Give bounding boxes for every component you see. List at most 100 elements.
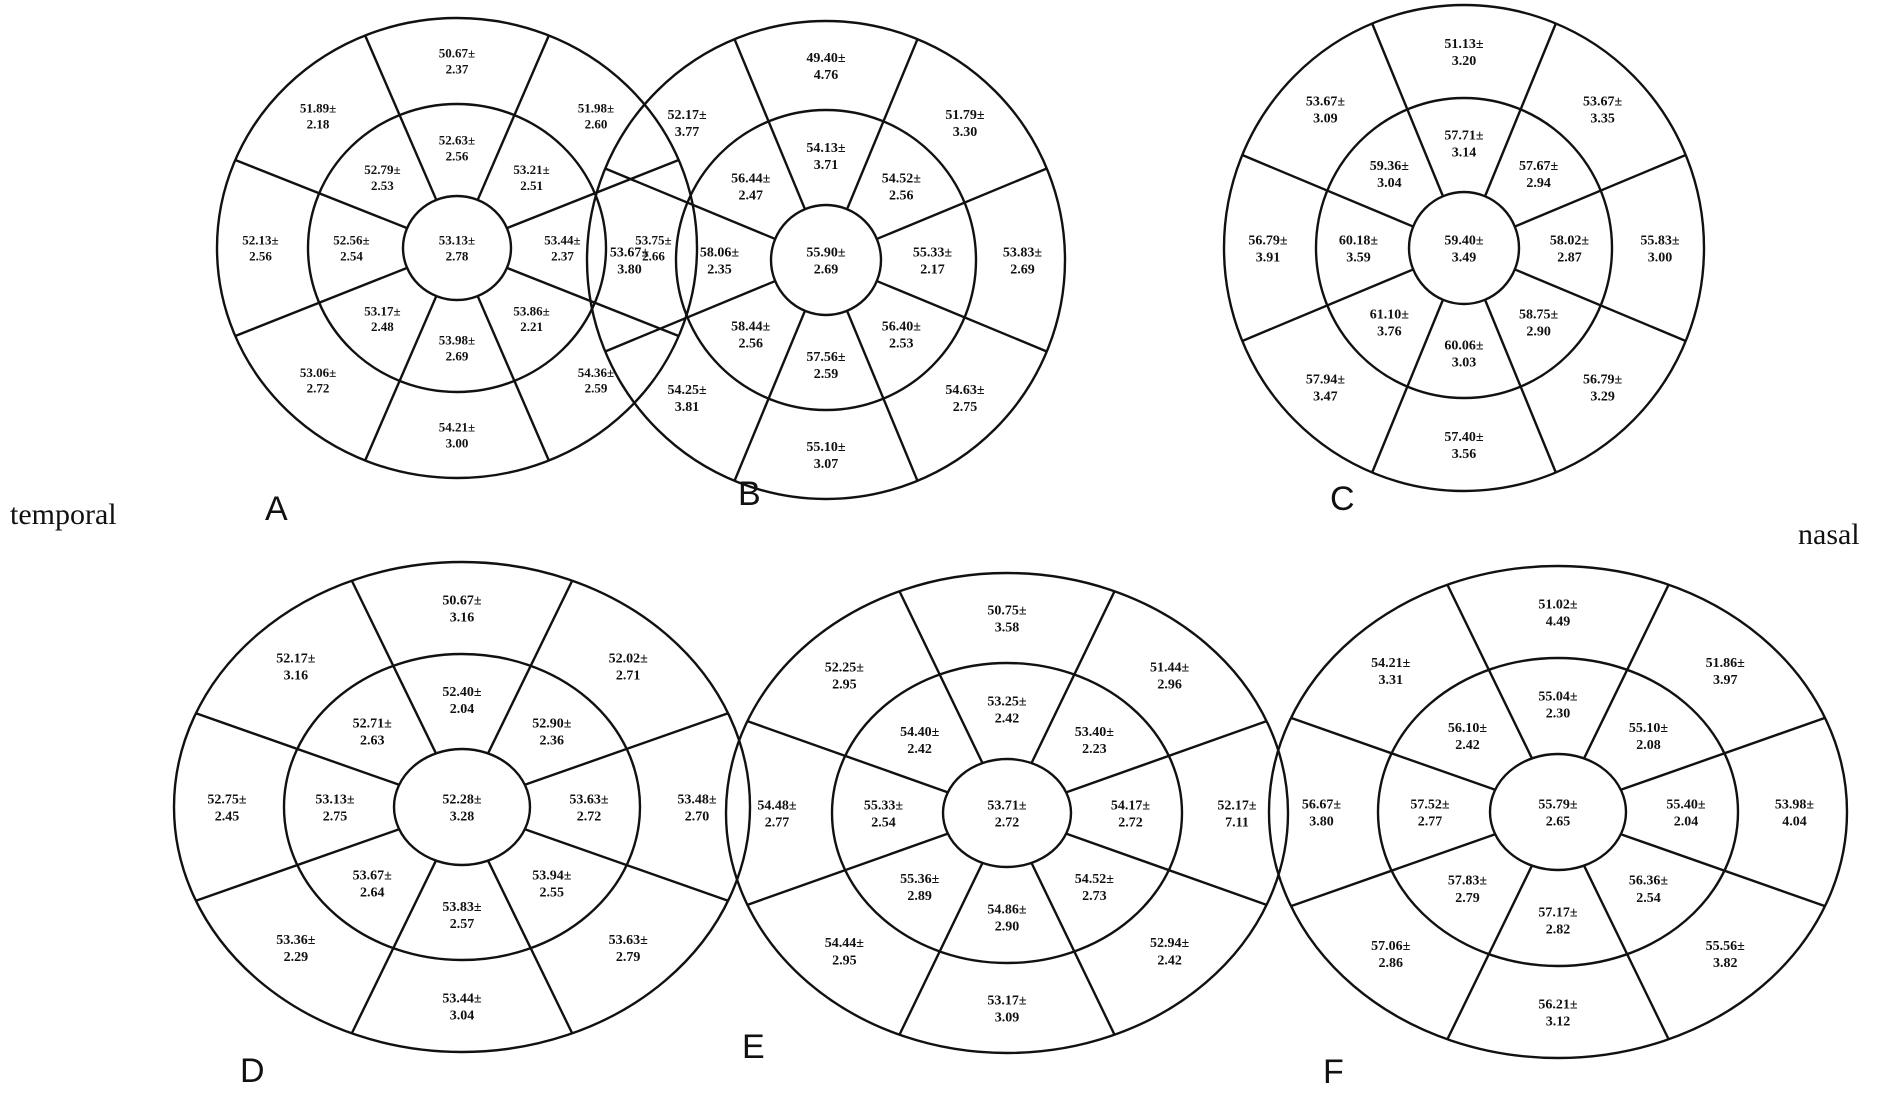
sector-divider xyxy=(1371,299,1445,473)
nasal-label: nasal xyxy=(1798,518,1860,551)
sector-divider xyxy=(1514,153,1687,228)
temporal-label: temporal xyxy=(10,498,117,531)
outer-bottom-value: 56.21±3.12 xyxy=(1538,997,1578,1029)
outer-top-value: 50.75±3.58 xyxy=(987,603,1027,635)
outer-top-left-value: 52.25±2.95 xyxy=(825,660,865,692)
outer-bottom-value: 55.10±3.07 xyxy=(806,440,846,472)
sector-divider xyxy=(604,167,776,241)
inner-top-right-value: 55.10±2.08 xyxy=(1629,721,1669,753)
outer-top-right-value: 51.79±3.30 xyxy=(945,108,985,140)
panel-c: 59.40±3.4957.71±3.1457.67±2.9458.02±2.87… xyxy=(1222,3,1706,518)
sector-divider xyxy=(364,35,438,201)
sector-divider xyxy=(1290,833,1496,908)
outer-ring xyxy=(1222,3,1706,493)
sector-divider xyxy=(1065,720,1268,794)
sector-divider xyxy=(1241,268,1414,343)
sector-divider xyxy=(876,167,1048,241)
outer-bottom-left-value: 54.44±2.95 xyxy=(825,936,865,968)
inner-top-value: 55.04±2.30 xyxy=(1538,689,1578,721)
outer-top-value: 50.67±2.37 xyxy=(439,46,475,77)
outer-right-value: 53.48±2.70 xyxy=(677,792,717,824)
sector-divider xyxy=(1483,299,1557,473)
sector-divider xyxy=(1030,862,1116,1036)
sector-divider xyxy=(476,35,550,201)
center-circle xyxy=(769,203,883,317)
center-value: 53.71±2.72 xyxy=(987,798,1027,830)
sector-divider xyxy=(898,862,984,1036)
center-circle xyxy=(401,194,513,302)
outer-left-value: 56.67±3.80 xyxy=(1302,797,1342,829)
outer-ring xyxy=(724,571,1290,1055)
outer-top-left-value: 53.67±3.09 xyxy=(1306,94,1346,126)
inner-top-right-value: 54.52±2.56 xyxy=(882,171,922,203)
sector-divider xyxy=(1446,865,1534,1040)
outer-top-value: 51.13±3.20 xyxy=(1444,37,1484,69)
outer-right-value: 53.75±2.66 xyxy=(635,233,671,264)
outer-bottom-left-value: 53.06±2.72 xyxy=(300,365,336,396)
center-circle xyxy=(1407,190,1521,306)
inner-bottom-right-value: 54.52±2.73 xyxy=(1075,872,1115,904)
inner-ring xyxy=(306,102,608,394)
inner-bottom-right-value: 56.40±2.53 xyxy=(882,319,922,351)
outer-bottom-value: 54.21±3.00 xyxy=(439,420,475,451)
sector-divider xyxy=(364,295,438,461)
inner-right-value: 58.02±2.87 xyxy=(1550,233,1590,265)
sector-divider xyxy=(746,832,949,906)
inner-right-value: 53.63±2.72 xyxy=(569,792,609,824)
outer-top-left-value: 54.21±3.31 xyxy=(1371,656,1411,688)
sector-divider xyxy=(845,38,919,210)
center-circle xyxy=(392,747,532,867)
inner-bottom-left-value: 55.36±2.89 xyxy=(900,872,940,904)
inner-bottom-value: 53.98±2.69 xyxy=(439,333,475,364)
sector-divider xyxy=(1371,23,1445,197)
outer-top-left-value: 52.17±3.16 xyxy=(276,652,316,684)
inner-left-value: 53.13±2.75 xyxy=(315,792,355,824)
inner-top-right-value: 57.67±2.94 xyxy=(1519,159,1559,191)
inner-right-value: 54.17±2.72 xyxy=(1111,798,1151,830)
outer-top-left-value: 51.89±2.18 xyxy=(300,100,336,131)
inner-left-value: 52.56±2.54 xyxy=(333,233,369,264)
inner-ring xyxy=(830,661,1184,965)
outer-right-value: 53.98±4.04 xyxy=(1775,797,1815,829)
outer-bottom-left-value: 57.94±3.47 xyxy=(1306,372,1346,404)
outer-bottom-right-value: 52.94±2.42 xyxy=(1150,936,1190,968)
sector-divider xyxy=(1620,716,1826,791)
inner-bottom-value: 57.56±2.59 xyxy=(806,350,846,382)
outer-right-value: 55.83±3.00 xyxy=(1640,233,1680,265)
inner-left-value: 60.18±3.59 xyxy=(1339,233,1379,265)
outer-bottom-left-value: 53.36±2.29 xyxy=(276,933,316,965)
inner-top-value: 52.63±2.56 xyxy=(439,133,475,164)
outer-ring xyxy=(215,16,699,480)
center-value: 55.90±2.69 xyxy=(806,245,846,277)
sector-divider xyxy=(1030,590,1116,764)
inner-top-right-value: 53.40±2.23 xyxy=(1075,725,1115,757)
outer-left-value: 52.13±2.56 xyxy=(242,233,278,264)
outer-left-value: 54.48±2.77 xyxy=(757,798,797,830)
inner-top-value: 53.25±2.42 xyxy=(987,694,1027,726)
outer-left-value: 52.75±2.45 xyxy=(207,792,247,824)
inner-bottom-right-value: 56.36±2.54 xyxy=(1629,874,1669,906)
outer-bottom-value: 53.44±3.04 xyxy=(442,991,482,1023)
panel-label-b: B xyxy=(738,475,761,513)
sector-divider xyxy=(733,310,807,482)
outer-right-value: 52.17±7.11 xyxy=(1217,798,1257,830)
outer-top-right-value: 53.67±3.35 xyxy=(1583,94,1623,126)
inner-top-left-value: 54.40±2.42 xyxy=(900,725,940,757)
sector-divider xyxy=(1483,23,1557,197)
panel-e: 53.71±2.72 53.25±2.42 53.40±2.23 54.17±2.72… xyxy=(724,571,1290,1066)
sector-divider xyxy=(234,266,408,338)
inner-bottom-value: 60.06±3.03 xyxy=(1444,338,1484,370)
panel-b: 55.90±2.6954.13±3.7154.52±2.5655.33±2.17… xyxy=(585,19,1067,513)
inner-top-value: 57.71±3.14 xyxy=(1444,128,1484,160)
outer-top-value: 51.02±4.49 xyxy=(1538,597,1578,629)
center-value: 53.13±2.78 xyxy=(439,233,475,264)
sector-divider xyxy=(746,720,949,794)
inner-top-right-value: 53.21±2.51 xyxy=(513,162,549,193)
sector-divider xyxy=(1290,716,1496,791)
inner-bottom-left-value: 61.10±3.76 xyxy=(1370,308,1410,340)
inner-top-left-value: 52.79±2.53 xyxy=(364,162,400,193)
center-circle xyxy=(941,757,1073,869)
outer-left-value: 53.67±3.80 xyxy=(610,245,650,277)
inner-right-value: 53.44±2.37 xyxy=(544,233,580,264)
